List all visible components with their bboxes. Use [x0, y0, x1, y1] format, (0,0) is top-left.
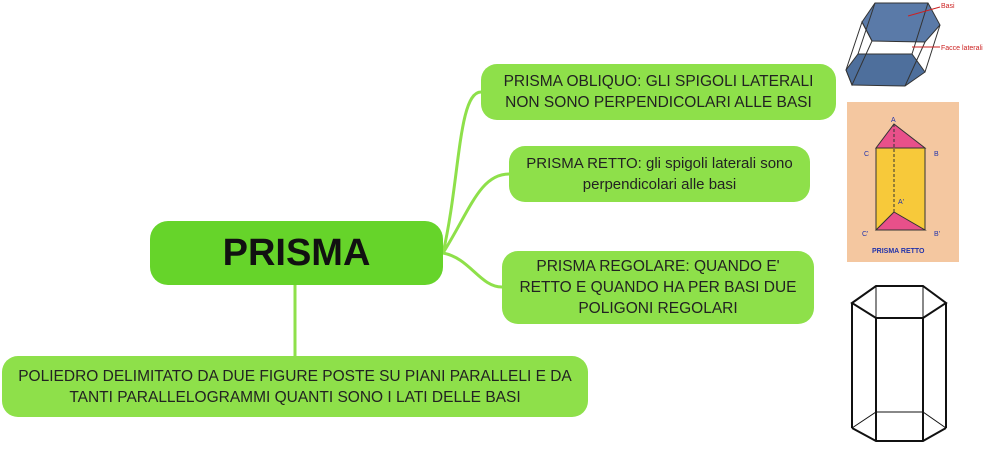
branch-regolare-line2: RETTO E QUANDO HA PER BASI DUE	[519, 279, 797, 296]
branch-definizione-line2: TANTI PARALLELOGRAMMI QUANTI SONO I LATI…	[69, 388, 521, 406]
branch-prisma-retto: PRISMA RETTO: gli spigoli laterali sono …	[509, 146, 810, 202]
branch-prisma-obliquo: PRISMA OBLIQUO: GLI SPIGOLI LATERALI NON…	[481, 64, 836, 120]
connector-obliquo	[441, 90, 483, 255]
vertex-b: B	[934, 151, 939, 158]
oblique-prism-image: Basi Facce laterali	[845, 2, 983, 87]
branch-prisma-regolare: PRISMA REGOLARE: QUANDO E' RETTO E QUAND…	[502, 251, 814, 324]
central-node-prisma: PRISMA	[150, 221, 443, 285]
central-node-label: PRISMA	[222, 231, 371, 274]
vertex-c-prime: C'	[862, 231, 868, 238]
branch-regolare-line3: POLIGONI REGOLARI	[578, 300, 738, 317]
branch-obliquo-line1: PRISMA OBLIQUO: GLI SPIGOLI LATERALI	[503, 73, 814, 90]
label-basi: Basi	[941, 3, 955, 10]
connector-regolare	[441, 251, 504, 289]
hexagonal-prism-image	[850, 285, 948, 442]
right-prism-caption: PRISMA RETTO	[872, 248, 925, 255]
branch-retto-line2: perpendicolari alle basi	[582, 176, 737, 193]
branch-definizione: POLIEDRO DELIMITATO DA DUE FIGURE POSTE …	[2, 356, 588, 417]
vertex-c: C	[864, 151, 869, 158]
vertex-b-prime: B'	[934, 231, 940, 238]
connector-retto	[441, 172, 511, 255]
label-facce-laterali: Facce laterali	[941, 45, 983, 52]
branch-retto-line1: PRISMA RETTO: gli spigoli laterali sono	[526, 155, 793, 172]
branch-regolare-line1: PRISMA REGOLARE: QUANDO E'	[536, 258, 780, 275]
vertex-a: A	[891, 117, 896, 124]
right-prism-image: A B C A' B' C' PRISMA RETTO	[847, 102, 959, 262]
branch-definizione-line1: POLIEDRO DELIMITATO DA DUE FIGURE POSTE …	[18, 367, 572, 385]
branch-obliquo-line2: NON SONO PERPENDICOLARI ALLE BASI	[505, 94, 812, 111]
vertex-a-prime: A'	[898, 199, 904, 206]
